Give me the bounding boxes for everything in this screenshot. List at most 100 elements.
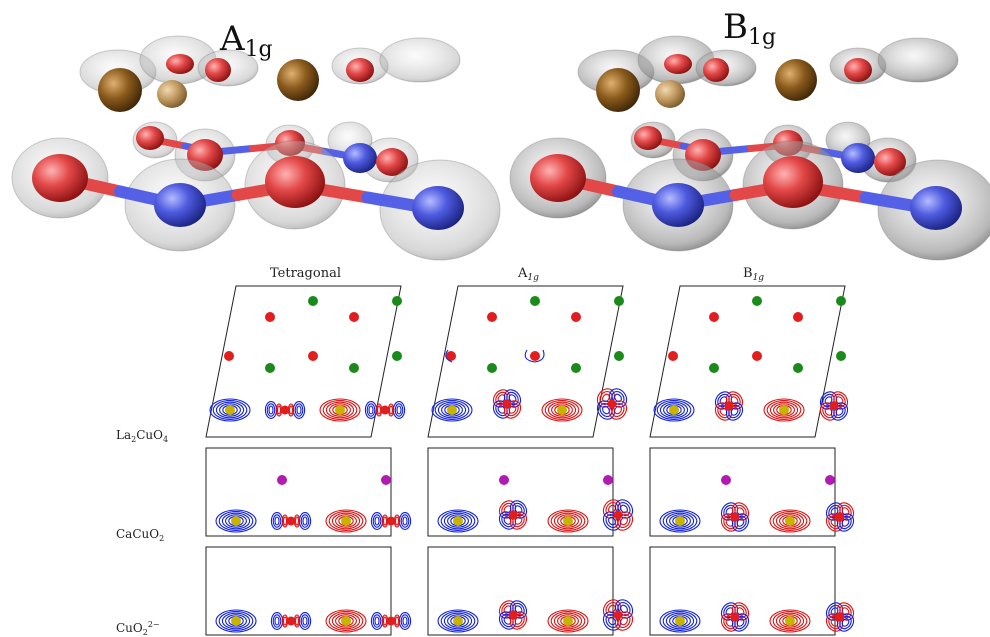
oxygen-site (829, 401, 839, 411)
contour-ring (769, 401, 799, 419)
oxygen-site (730, 512, 740, 522)
copper-atom (841, 143, 875, 173)
contour-ring (447, 614, 469, 628)
contour-ring (775, 612, 805, 630)
orbital-lobe (508, 394, 517, 403)
la-site (487, 363, 497, 373)
oxygen-site (709, 312, 719, 322)
cu-core (669, 405, 679, 415)
contour-ring (372, 514, 382, 528)
la-site (392, 351, 402, 361)
contour-ring (551, 403, 573, 417)
contour-ring (302, 516, 308, 526)
cu-core (335, 405, 345, 415)
contour-ring (669, 614, 691, 628)
contour-ring (328, 511, 364, 531)
contour-ring (325, 509, 367, 533)
column-title-tetragonal: Tetragonal (270, 266, 341, 281)
contour-ring (447, 514, 469, 528)
orbital-lobe (835, 396, 844, 405)
orbital-lobe (514, 616, 523, 625)
panel-cuo2-tetragonal (205, 546, 412, 636)
copper-atom (652, 183, 704, 227)
la-atom (775, 59, 817, 101)
contour-ring (215, 609, 257, 633)
orbital-lobe (841, 518, 850, 527)
contour-ring (772, 511, 808, 531)
contour-ring (218, 611, 254, 631)
orbital-lobe (841, 507, 850, 516)
la-atom (655, 80, 685, 108)
contour-ring (300, 514, 310, 528)
orbital-lobe (725, 618, 734, 627)
la-site (265, 363, 275, 373)
orbital-lobe (730, 407, 739, 416)
oxygen-atom (166, 54, 194, 74)
contour-ring (322, 400, 358, 420)
oxygen-site (752, 351, 762, 361)
panel-cacuo2-b1g (649, 447, 855, 537)
oxygen-atom (205, 58, 231, 82)
oxygen-site (571, 312, 581, 322)
cu-core (563, 616, 573, 626)
orbital-lobe (620, 616, 628, 626)
orbital-lobe (830, 507, 839, 516)
contour-ring (212, 400, 248, 420)
orbital-lobe (725, 507, 734, 516)
contour-ring (669, 514, 691, 528)
orbital-lobe (719, 407, 728, 416)
ca-site (277, 475, 287, 485)
row-label-la2cuo4: La2CuO4 (116, 428, 169, 444)
oxygen-atom (376, 148, 408, 176)
contour-ring (394, 516, 400, 526)
oxygen-site (280, 405, 290, 415)
oxygen-site (386, 516, 396, 526)
orbital-lobe (730, 396, 739, 405)
molecular-renderings (11, 35, 990, 261)
oxygen-site (730, 612, 740, 622)
contour-ring (547, 401, 577, 419)
cu-core (563, 516, 573, 526)
contour-ring (524, 349, 545, 363)
cu-core (557, 405, 567, 415)
oxygen-site (508, 610, 518, 620)
cu-core (675, 616, 685, 626)
density-lobe (379, 37, 461, 83)
contour-ring (769, 609, 811, 633)
contour-ring (659, 509, 701, 533)
orbital-lobe (725, 518, 734, 527)
orbital-lobe (514, 505, 523, 514)
panel-la2cuo4-tetragonal (205, 285, 406, 438)
panel-cuo2-a1g (427, 546, 634, 636)
contour-ring (431, 398, 473, 422)
contour-ring (653, 398, 695, 422)
contour-ring (544, 400, 580, 420)
cu-core (231, 516, 241, 526)
panel-cacuo2-a1g (427, 447, 634, 537)
la-site (752, 296, 762, 306)
orbital-lobe (620, 516, 628, 526)
panel-la2cuo4-a1g (427, 285, 628, 438)
oxygen-site (613, 610, 623, 620)
orbital-lobe (830, 518, 839, 527)
contour-ring (219, 403, 241, 417)
contour-panels (205, 285, 855, 636)
orbital-lobe (830, 618, 839, 627)
contour-ring (662, 611, 698, 631)
oxygen-atom (346, 58, 374, 82)
contour-ring (779, 614, 801, 628)
contour-ring (773, 403, 795, 417)
orbital-lobe (736, 607, 745, 616)
orbital-lobe (835, 407, 844, 416)
oxygen-site (613, 510, 623, 520)
oxygen-site (386, 616, 396, 626)
oxygen-atom (634, 126, 662, 150)
orbital-lobe (725, 607, 734, 616)
oxygen-site (508, 510, 518, 520)
contour-ring (662, 511, 698, 531)
oxygen-site (835, 612, 845, 622)
la-site (836, 296, 846, 306)
orbital-lobe (736, 618, 745, 627)
oxygen-atom (664, 54, 692, 74)
